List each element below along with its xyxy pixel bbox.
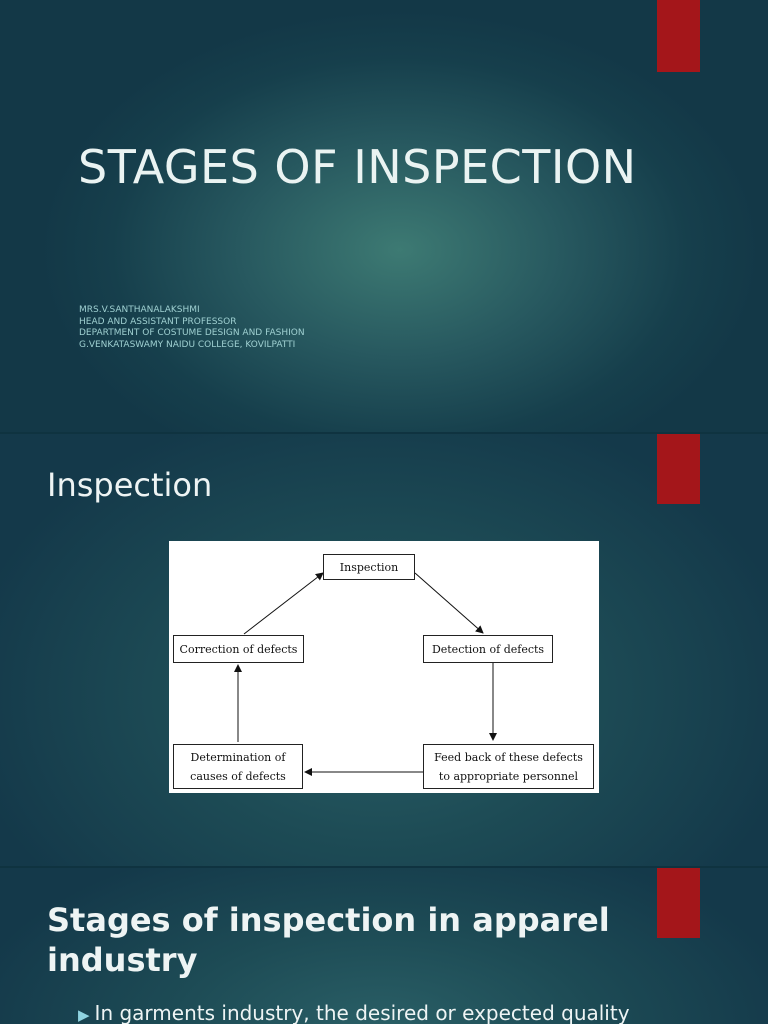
arrow-correction-to-inspection xyxy=(243,572,324,635)
box-feedback-line1: Feed back of these defects xyxy=(434,750,583,764)
box-determination: Determination of causes of defects xyxy=(173,744,303,789)
arrow-inspection-to-detection xyxy=(414,572,484,634)
accent-bar xyxy=(657,0,700,72)
box-correction-of-defects: Correction of defects xyxy=(173,635,304,663)
box-feedback: Feed back of these defects to appropriat… xyxy=(423,744,594,789)
box-determination-line1: Determination of xyxy=(190,750,286,764)
box-determination-line2: causes of defects xyxy=(190,769,286,783)
triangle-bullet-icon: ▶ xyxy=(78,1006,90,1024)
slide-title: Stages of inspection in apparel industry xyxy=(47,901,610,979)
bullet-item: ▶In garments industry, the desired or ex… xyxy=(78,1001,630,1024)
slide-title: Inspection xyxy=(47,466,213,504)
bullet-text: In garments industry, the desired or exp… xyxy=(94,1001,630,1024)
author-line: G.VENKATASWAMY NAIDU COLLEGE, KOVILPATTI xyxy=(79,339,296,350)
slide-title: STAGES OF INSPECTION xyxy=(78,140,637,194)
inspection-cycle-diagram: Inspection Detection of defects Feed bac… xyxy=(169,541,599,793)
accent-bar xyxy=(657,434,700,504)
stages-slide: Stages of inspection in apparel industry… xyxy=(0,868,768,1024)
author-line: MRS.V.SANTHANALAKSHMI xyxy=(79,305,200,315)
author-line: DEPARTMENT OF COSTUME DESIGN AND FASHION xyxy=(79,328,305,338)
author-line: HEAD AND ASSISTANT PROFESSOR xyxy=(79,316,237,327)
box-inspection: Inspection xyxy=(323,554,415,580)
diagram-arrows xyxy=(234,572,497,776)
author-block: MRS.V.SANTHANALAKSHMI HEAD AND ASSISTANT… xyxy=(79,305,305,351)
inspection-slide: Inspection Inspection Detection of defec… xyxy=(0,434,768,866)
box-feedback-line2: to appropriate personnel xyxy=(438,769,579,783)
box-detection-of-defects: Detection of defects xyxy=(423,635,553,663)
title-slide: STAGES OF INSPECTION MRS.V.SANTHANALAKSH… xyxy=(0,0,768,432)
accent-bar xyxy=(657,868,700,938)
